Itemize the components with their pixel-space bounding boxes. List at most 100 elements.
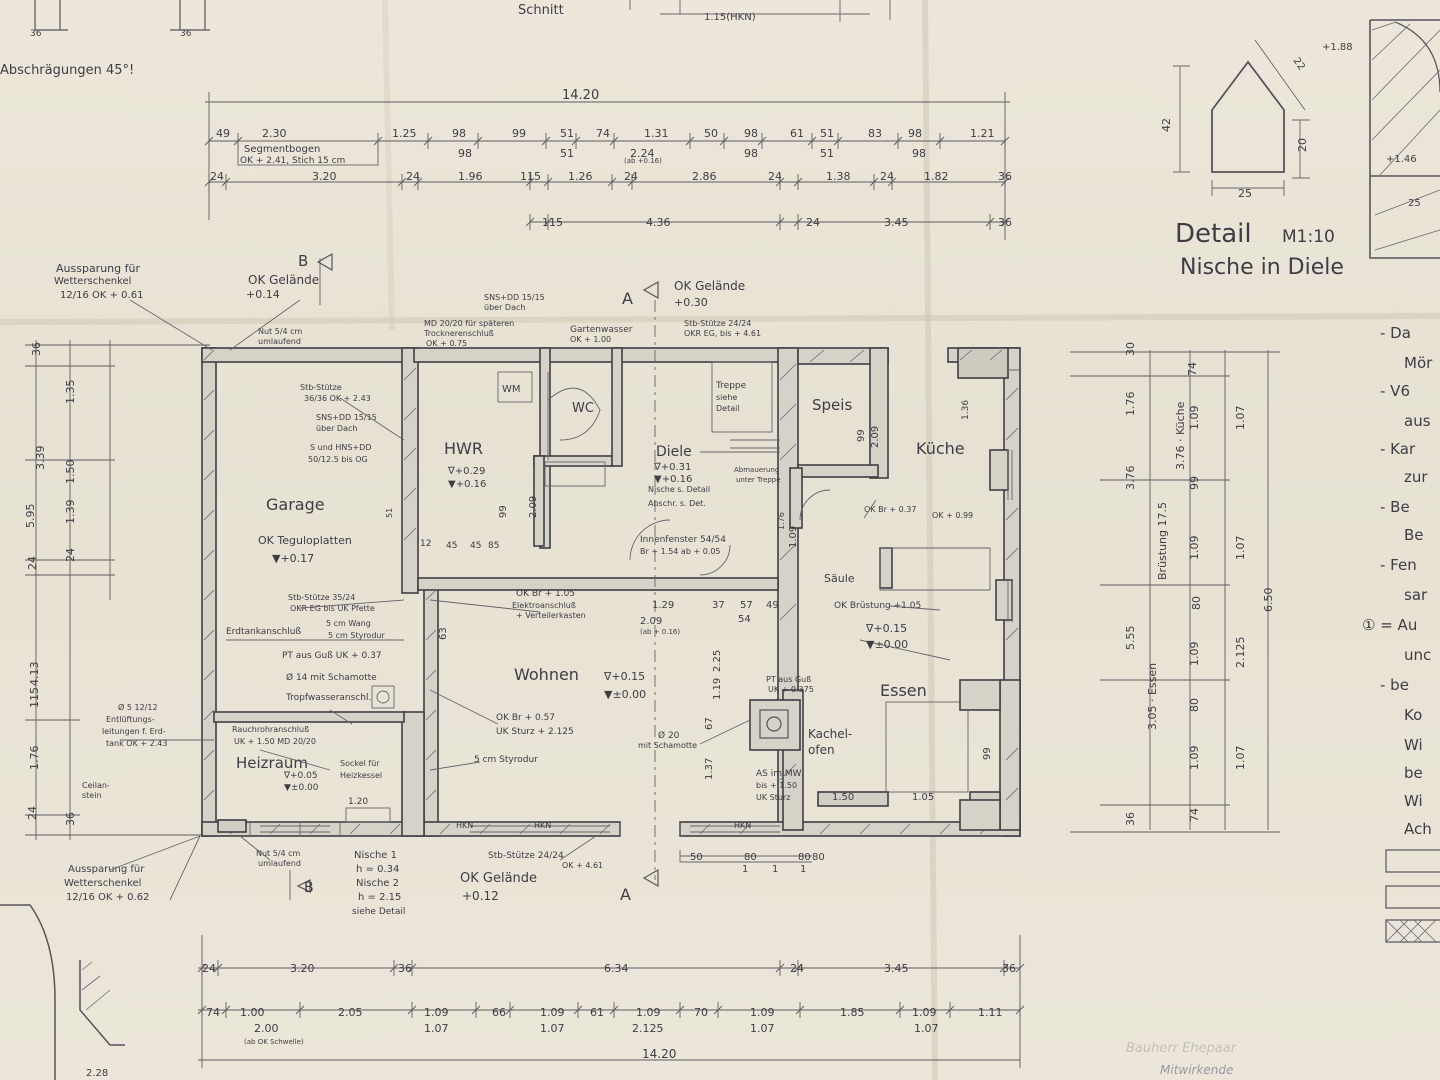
left-dim: 3.39 [34, 446, 47, 471]
annotation-text: SNS+DD 15/15 [316, 413, 377, 422]
right-dim: 3.76 [1124, 466, 1137, 491]
side-note: Ko [1404, 706, 1422, 724]
annotation-text: h = 0.34 [356, 864, 399, 875]
annotation-text: Entlüftungs- [106, 715, 155, 724]
bottom-small-dim: 80 [812, 852, 825, 863]
top-row1-dim: 98 [452, 127, 466, 140]
side-note: Wi [1404, 736, 1423, 754]
annotation-text: 37 [712, 600, 725, 611]
right-dim: 3.76 · Küche [1174, 401, 1187, 470]
annotation-text: UK Sturz [756, 793, 790, 802]
annotation-dim: 45 [446, 541, 457, 551]
annotation-text: +0.12 [462, 889, 499, 903]
top-row2-dim: 1.26 [568, 170, 593, 183]
annotation-dim: 45 [470, 541, 481, 551]
right-dim: 3.05 · Essen [1146, 663, 1159, 730]
ab-note-top: (ab +0.16) [624, 157, 662, 165]
section-b-top: B [298, 252, 308, 270]
annotation-dim: 85 [488, 541, 499, 551]
annotation-text: bis + 1.50 [756, 781, 797, 790]
left-dim: 115 [28, 687, 41, 708]
bottom-row2-dim: 1.09 [540, 1006, 565, 1019]
bottom-row2-dim: 74 [206, 1006, 220, 1019]
top-fragment: 36 36 Schnitt 1.15(HKN) Abschrägungen 45… [0, 0, 891, 78]
niche-detail: 42 25 20 22 Detail M1:10 Nische in Diele… [1160, 19, 1440, 280]
room-wohnen: Wohnen [514, 665, 579, 684]
annotation-text: PT aus Guß UK + 0.37 [282, 651, 382, 661]
annotation-text: umlaufend [258, 859, 301, 868]
bottom-small-dim: 1 [772, 864, 778, 875]
hwr-level-2: ▼+0.16 [448, 479, 486, 490]
bottom-small-dim: 80 [798, 852, 811, 863]
annotation-text: Tropfwasseranschl. [285, 693, 371, 703]
heiz-level-1: ∇+0.05 [283, 771, 318, 781]
room-wc: WC [572, 401, 594, 416]
bottom-small-dim: 1 [742, 864, 748, 875]
top-row1-dim: 2.30 [262, 127, 287, 140]
annotation-text: UK Sturz + 2.125 [496, 727, 574, 737]
annotation-text: Ø 14 mit Schamotte [286, 672, 377, 683]
bottom-row2-under-dim: 1.07 [750, 1022, 775, 1035]
bottom-row2-dim: 1.09 [636, 1006, 661, 1019]
annotation-text: OK Gelände [674, 279, 745, 293]
detail-dim-25: 25 [1238, 187, 1252, 200]
annotation-text: Stb-Stütze 24/24 [488, 851, 564, 861]
annotation-text: Innenfenster 54/54 [640, 535, 726, 545]
top-row2-dim: 36 [998, 170, 1012, 183]
annotation-text: UK + 0.375 [768, 685, 814, 694]
annotation-dim: 2.09 [870, 426, 881, 448]
left-dim: 5.95 [24, 504, 37, 529]
corner-dim-9: 2.28 [86, 1068, 108, 1079]
top-row1-under-dim: 2.24 [630, 147, 655, 160]
annotation-text: Säule [824, 572, 855, 585]
right-dim: 36 [1124, 812, 1137, 826]
left-dim: 4.13 [28, 662, 41, 687]
annotation-text: OK Brüstung +1.05 [834, 601, 921, 611]
top-row1-dim: 51 [560, 127, 574, 140]
section-b-bottom: B [304, 880, 314, 896]
annotation-text: 1.05 [912, 792, 934, 803]
right-dim: 1.76 [1124, 392, 1137, 417]
bottom-row2-dim: 61 [590, 1006, 604, 1019]
wohnen-level-2: ▼±0.00 [604, 688, 646, 701]
annotation-text: mit Schamotte [638, 741, 697, 750]
annotation-text: 49 [766, 600, 779, 611]
overall-dim-top: 14.20 [562, 88, 599, 103]
annotation-text: OKR EG, bis + 4.61 [684, 329, 761, 338]
top-row1-dim: 49 [216, 127, 230, 140]
bottom-row2-dim: 1.11 [978, 1006, 1003, 1019]
annotation-text: Aussparung für [68, 864, 145, 875]
annotation-text: 12/16 OK + 0.62 [66, 892, 149, 903]
side-note: Ach [1404, 820, 1432, 838]
kachelofen-label-2: ofen [808, 743, 835, 757]
annotation-text: leitungen f. Erd- [102, 727, 166, 736]
annotation-text: 57 [740, 600, 753, 611]
bottom-row2-dim: 1.00 [240, 1006, 265, 1019]
annotation-text: Aussparung für [56, 262, 140, 275]
annotation-dim: 51 [385, 508, 394, 518]
annotation-text: Elektroanschluß [512, 601, 576, 610]
paper-fold-horizontal [0, 313, 1440, 325]
bottom-row2-under-dim: 2.00 [254, 1022, 279, 1035]
annotation-text: 1.29 [652, 600, 674, 611]
left-dim: 24 [26, 556, 39, 570]
section-a-bottom: A [620, 885, 631, 904]
annotation-text: OK + 1.00 [570, 335, 611, 344]
side-note: - Be [1380, 498, 1410, 516]
top-row1-dim: 1.21 [970, 127, 995, 140]
annotation-text: +0.14 [246, 288, 280, 301]
annotation-text: MD 20/20 für späteren [424, 319, 514, 328]
detail-title: Detail [1175, 219, 1252, 249]
left-dim: 1.76 [28, 746, 41, 771]
annotation-dim: 99 [856, 429, 867, 442]
top-row1-dim: 98 [908, 127, 922, 140]
left-dim: 24 [26, 806, 39, 820]
annotation-dim: 12 [420, 539, 431, 549]
right-dim: 74 [1186, 362, 1199, 376]
top-row2-dim: 24 [880, 170, 894, 183]
annotation-dim: 63 [438, 627, 449, 640]
